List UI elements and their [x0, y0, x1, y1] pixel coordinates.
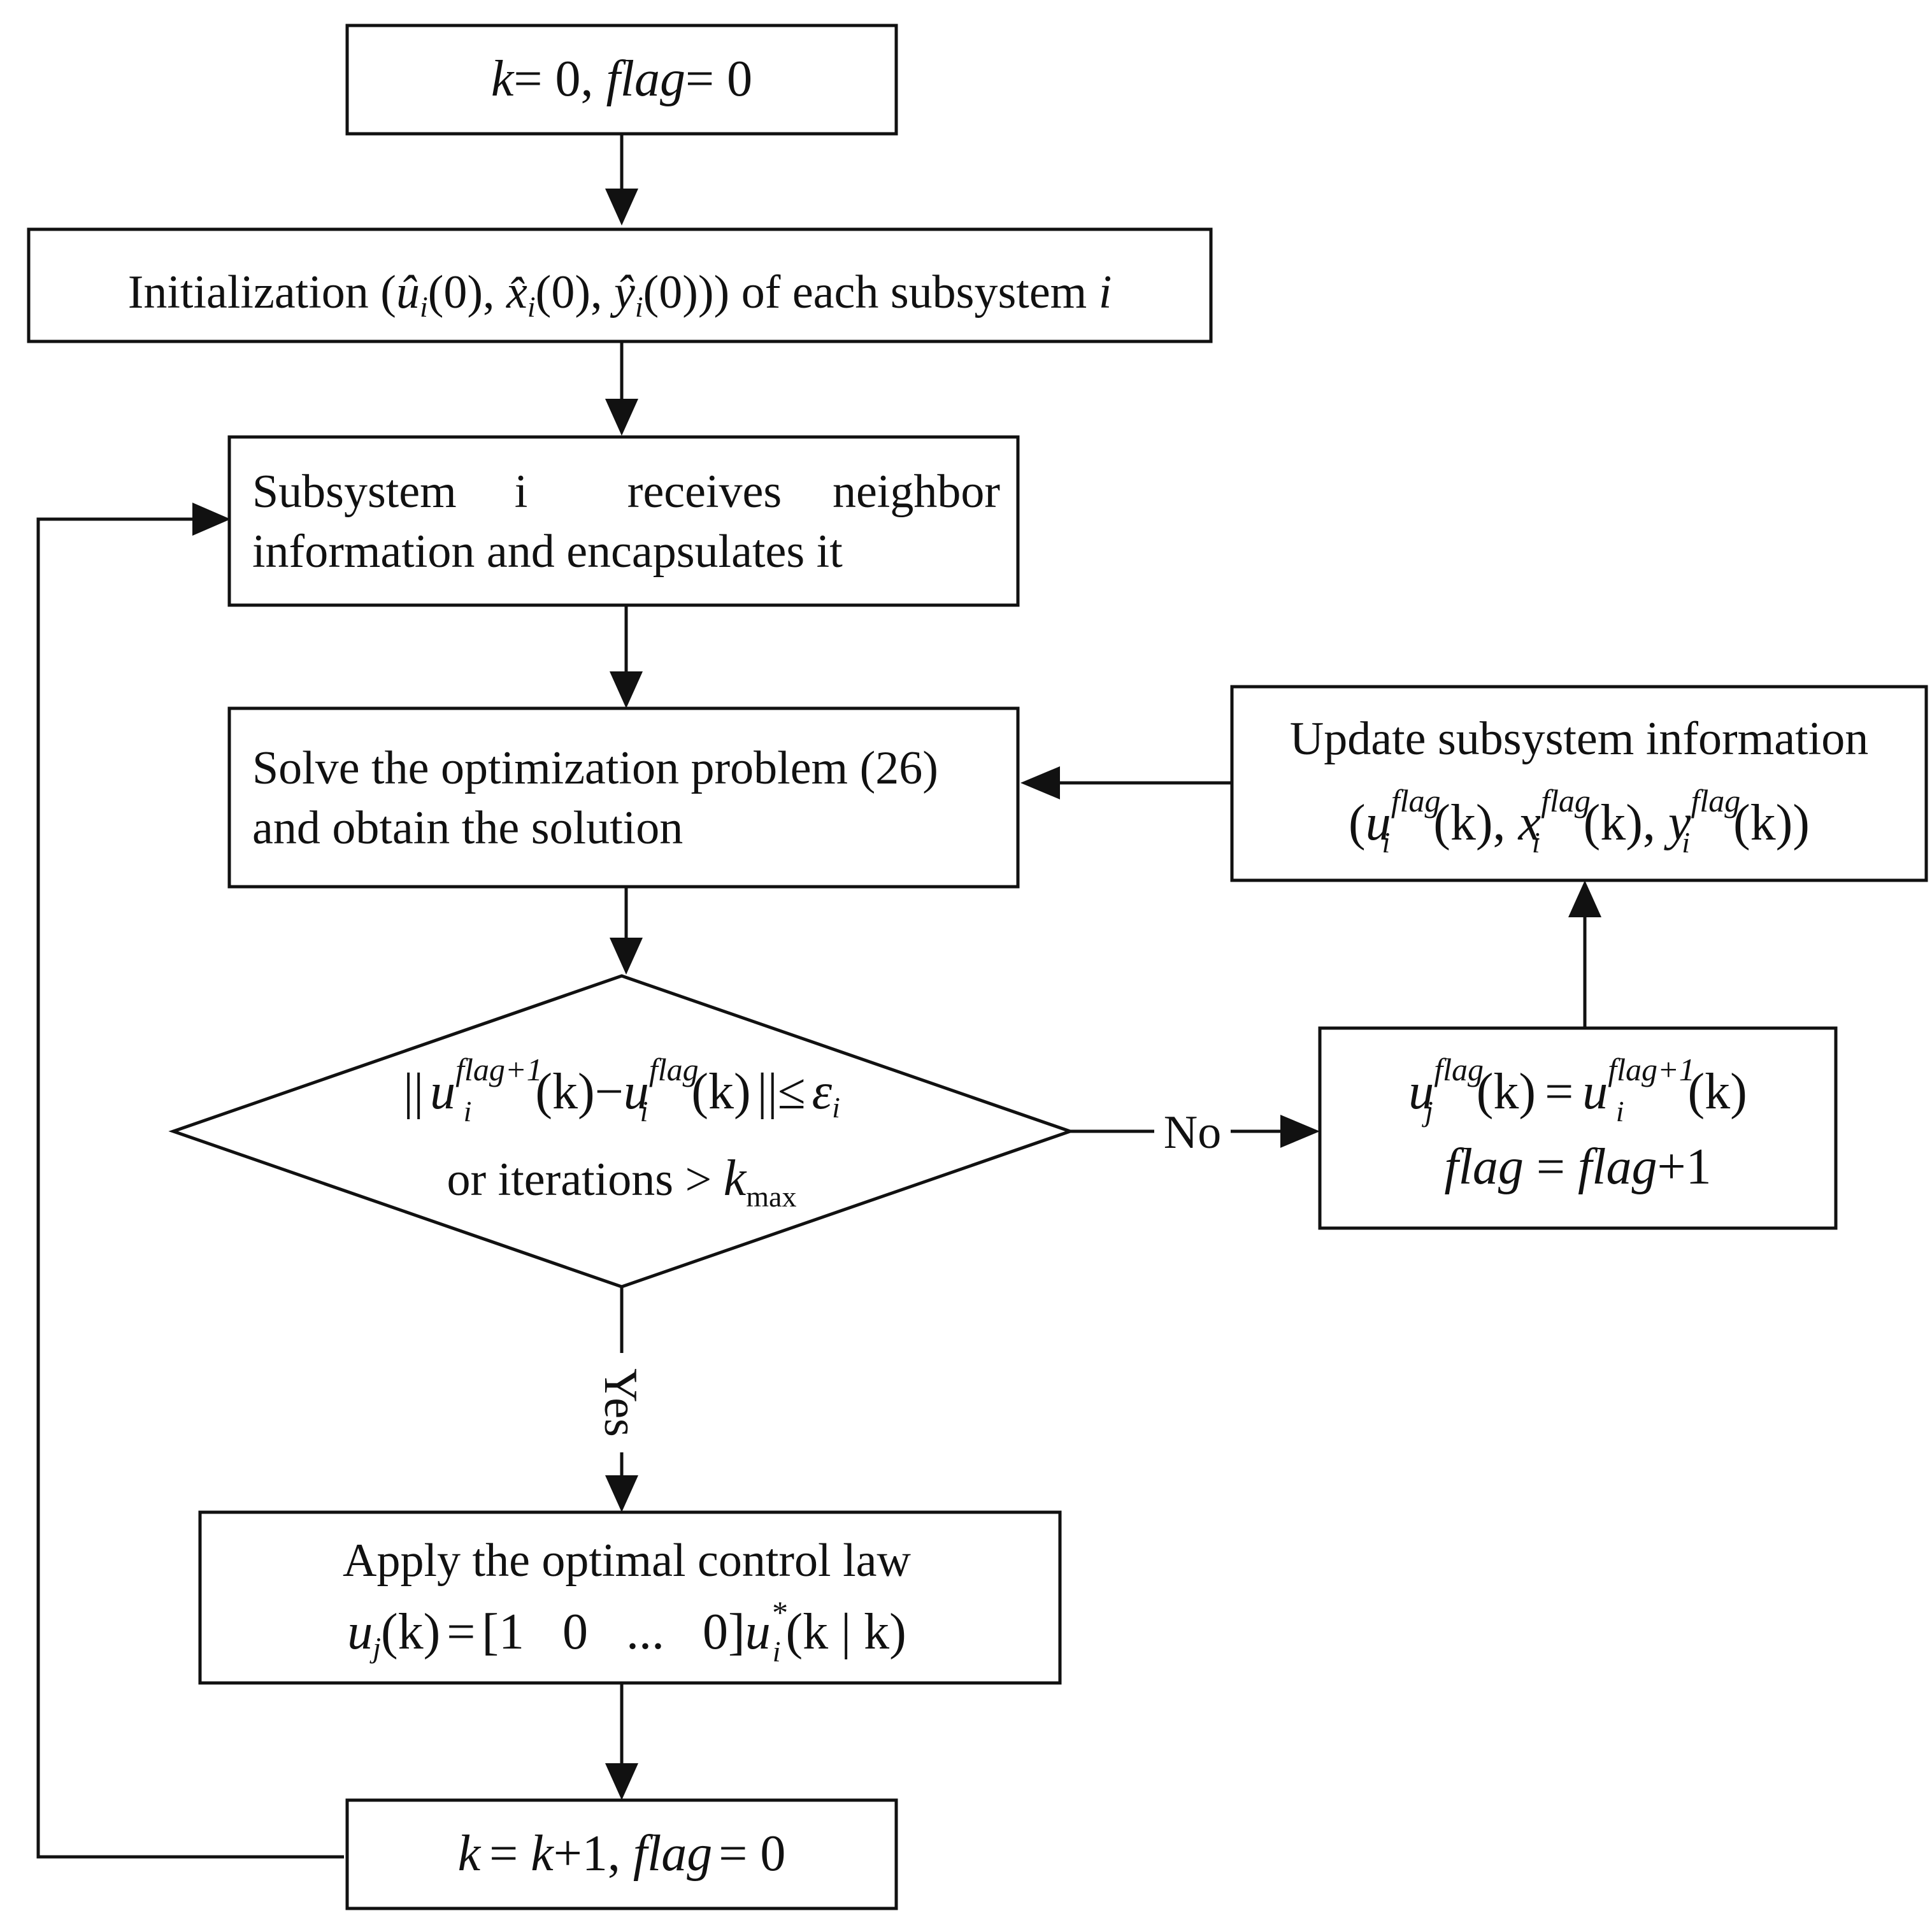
- solve-line-1: Solve the optimization problem (26): [252, 742, 938, 794]
- edge-loop-back: [36, 503, 344, 1859]
- receive-line-2: information and encapsulates it: [252, 526, 843, 578]
- solve-line-2: and obtain the solution: [252, 802, 683, 854]
- arrowhead: [605, 1763, 638, 1800]
- edge-init-to-initsub: [605, 134, 638, 225]
- svg-text:uj(k)=[10...0]u*i(k | k): uj(k)=[10...0]u*i(k | k): [347, 1594, 906, 1668]
- arrowhead: [192, 503, 231, 536]
- receive-node: Subsystem i receives neighbor informatio…: [227, 435, 1020, 607]
- edge-update-to-solve: [1020, 766, 1232, 799]
- edge-label-yes: Yes: [594, 1368, 647, 1437]
- receive-word-1: Subsystem: [252, 466, 457, 518]
- edge-decision-no: No: [1070, 1106, 1320, 1159]
- svg-text:k= k+1, flag= 0: k= k+1, flag= 0: [458, 1826, 786, 1882]
- edge-solve-to-decision: [610, 887, 643, 975]
- arrowhead: [605, 189, 638, 225]
- edge-apply-to-incr: [605, 1683, 638, 1800]
- arrowhead: [1568, 880, 1601, 917]
- arrowhead: [1280, 1115, 1320, 1148]
- apply-line-1: Apply the optimal control law: [343, 1535, 911, 1587]
- solve-node: Solve the optimization problem (26) and …: [227, 706, 1020, 889]
- receive-word-4: neighbor: [833, 466, 1000, 518]
- arrowhead: [610, 938, 643, 975]
- increment-node: k= k+1, flag= 0: [345, 1798, 898, 1910]
- edge-label-no: No: [1164, 1106, 1221, 1159]
- svg-text:or iterations > kmax: or iterations > kmax: [447, 1150, 797, 1213]
- arrowhead: [610, 671, 643, 708]
- arrowhead: [605, 1475, 638, 1512]
- initialization-node: Initialization (ûi(0), x̂i(0), ŷi(0))) o…: [27, 227, 1213, 343]
- arrowhead: [1020, 766, 1060, 799]
- edge-assign-to-update: [1568, 880, 1601, 1028]
- start-node: k= 0, flag= 0: [345, 24, 898, 136]
- svg-text:flag=flag+1: flag=flag+1: [1444, 1139, 1711, 1195]
- edge-decision-yes: Yes: [594, 1287, 647, 1512]
- svg-text:Initialization (ûi(0), x̂i(0),: Initialization (ûi(0), x̂i(0), ŷi(0))) o…: [128, 266, 1112, 323]
- edge-initsub-to-receive: [605, 341, 638, 436]
- svg-text:k= 0, flag= 0: k= 0, flag= 0: [491, 51, 752, 107]
- receive-word-2: i: [515, 466, 528, 518]
- receive-word-3: receives: [627, 466, 782, 518]
- edge-receive-to-solve: [610, 605, 643, 708]
- update-line-1: Update subsystem information: [1290, 713, 1868, 765]
- arrowhead: [605, 399, 638, 436]
